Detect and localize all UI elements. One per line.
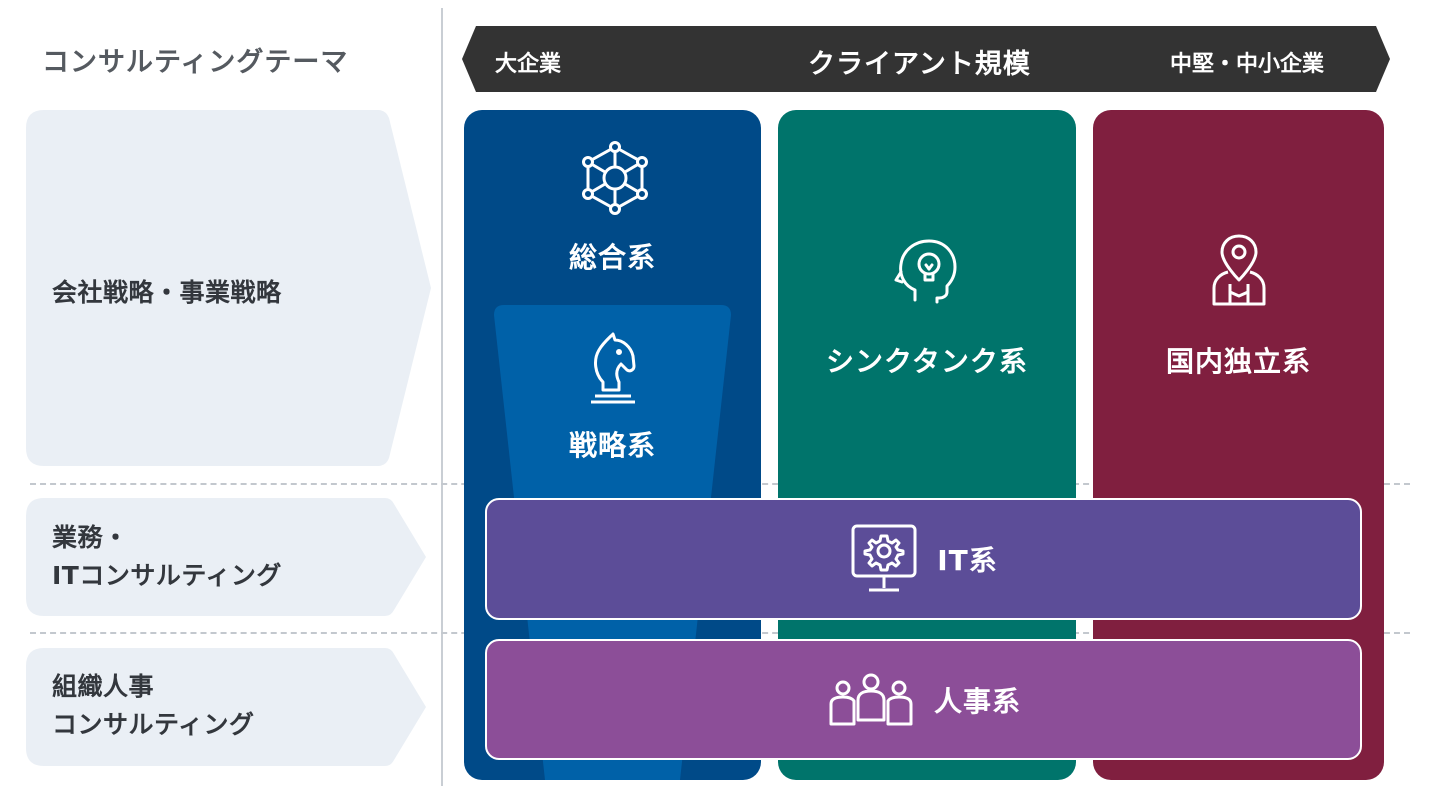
client-scale-center: クライアント規模 <box>808 49 1031 80</box>
band-label-hr: 人事系 <box>933 684 1021 718</box>
theme-arrow-strategy <box>26 110 431 466</box>
band-label-it: IT系 <box>937 544 998 577</box>
monitor-gear-icon <box>851 524 917 592</box>
column-title-strategy: 戦略系 <box>568 429 656 462</box>
vertical-divider <box>441 8 443 786</box>
client-scale-right: 中堅・中小企業 <box>1170 52 1325 77</box>
theme-arrows <box>26 110 431 766</box>
theme-arrow-hr <box>26 648 426 766</box>
band-it: IT系 <box>485 498 1362 620</box>
people-group-icon <box>829 673 913 725</box>
column-title-thinktank: シンクタンク系 <box>826 345 1028 378</box>
person-location-pin-icon <box>1212 234 1266 306</box>
theme-heading: コンサルティングテーマ <box>42 47 349 78</box>
theme-label-strategy: 会社戦略・事業戦略 <box>52 278 282 307</box>
theme-label-it: 業務・ ITコンサルティング <box>52 523 282 590</box>
band-hr: 人事系 <box>485 639 1362 760</box>
theme-arrow-it <box>26 498 426 616</box>
column-title-general: 総合系 <box>568 241 656 274</box>
chess-knight-icon <box>591 332 636 404</box>
theme-label-hr: 組織人事 コンサルティング <box>52 672 255 739</box>
column-title-independent: 国内独立系 <box>1165 345 1311 378</box>
network-hexagon-icon <box>582 141 648 215</box>
head-lightbulb-icon <box>894 239 957 304</box>
client-scale-left: 大企業 <box>495 52 562 77</box>
client-scale-bar <box>462 26 1390 92</box>
